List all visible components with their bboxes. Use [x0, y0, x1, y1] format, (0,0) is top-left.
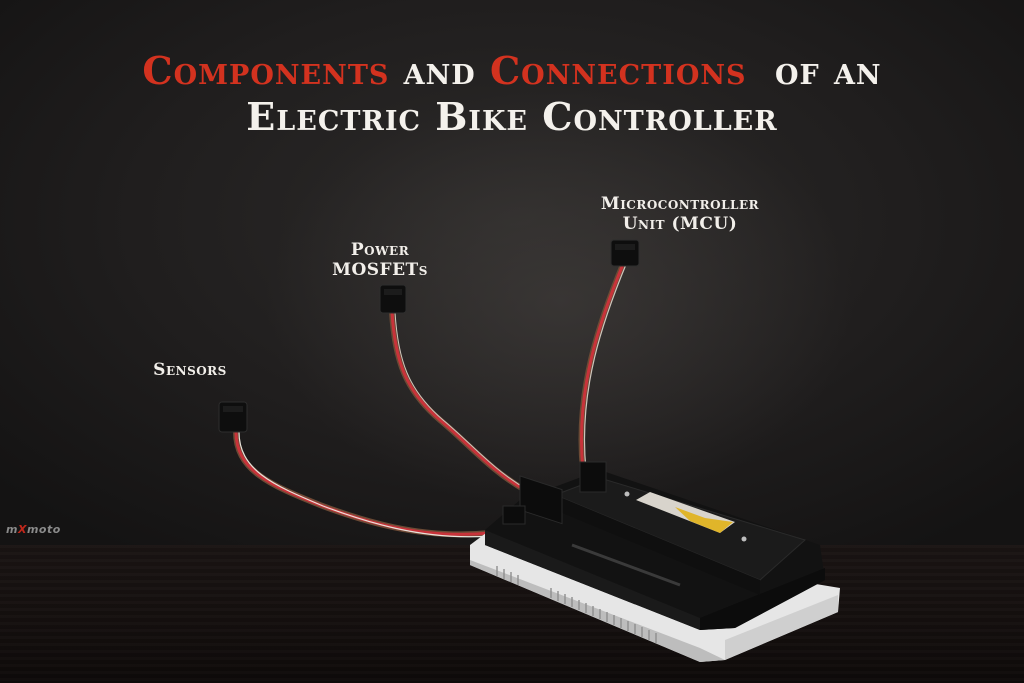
title-word-connections: Connections	[489, 48, 747, 93]
label-mosfets-line-2: MOSFETs	[332, 260, 428, 280]
logo-accent: X	[17, 523, 27, 536]
mxmoto-logo: mXmoto	[6, 523, 61, 536]
connector-sensors-icon	[218, 401, 248, 433]
heatsink-fins	[496, 566, 657, 643]
logo-suffix: moto	[26, 523, 61, 536]
wire-mcu	[578, 259, 628, 473]
label-mosfets-line-1: Power	[350, 240, 410, 260]
controller-unit	[470, 461, 840, 662]
page-title: Components and Connections of an Electri…	[0, 48, 1024, 140]
label-power-mosfets: Power MOSFETs	[320, 240, 440, 280]
title-word-and: and	[389, 48, 490, 93]
label-mcu: Microcontroller Unit (MCU)	[580, 194, 780, 234]
title-line-2: Electric Bike Controller	[246, 94, 778, 139]
label-sensors: Sensors	[130, 360, 250, 380]
wire-sensors	[232, 427, 493, 538]
title-word-of-an: of an	[746, 48, 882, 93]
label-sensors-line-1: Sensors	[153, 360, 227, 380]
title-word-components: Components	[142, 48, 390, 93]
label-mcu-line-1: Microcontroller	[600, 194, 760, 214]
title-line-1: Components and Connections of an	[0, 48, 1024, 94]
label-mcu-line-2: Unit (MCU)	[622, 214, 738, 234]
connector-mosfets-icon	[379, 284, 407, 314]
wire-mosfets	[389, 309, 529, 493]
connector-mcu-icon	[610, 239, 640, 267]
logo-prefix: m	[6, 523, 18, 536]
